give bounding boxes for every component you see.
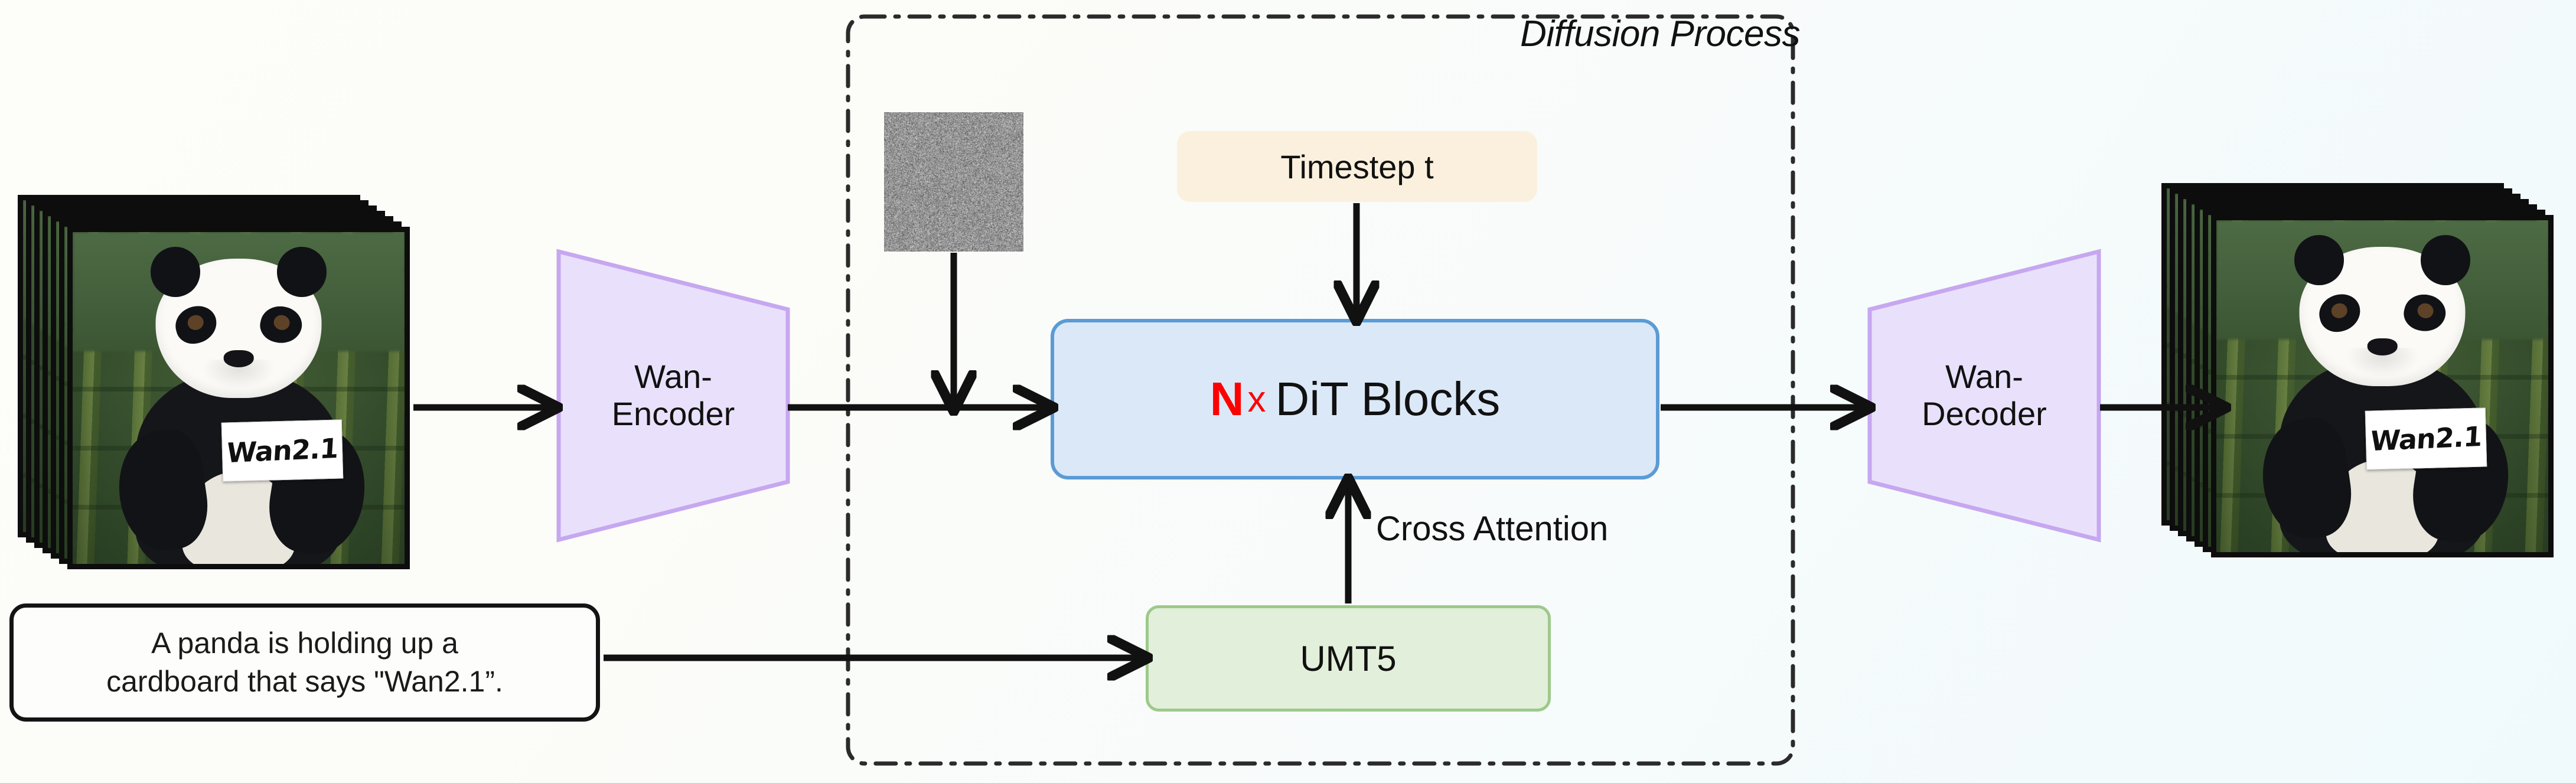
cross-attention-label: Cross Attention — [1376, 509, 1608, 549]
panda-image-output: Wan2.1 — [2216, 220, 2548, 552]
wan-decoder-block[interactable]: Wan- Decoder — [1866, 248, 2102, 543]
dit-count: N — [1210, 372, 1244, 426]
wan-encoder-block[interactable]: Wan- Encoder — [555, 248, 791, 543]
umt5-label: UMT5 — [1300, 638, 1396, 679]
panda-sign-text-output: Wan2.1 — [2369, 420, 2483, 457]
timestep-block[interactable]: Timestep t — [1177, 131, 1537, 202]
panda-sign: Wan2.1 — [221, 420, 344, 482]
dit-times-sign: x — [1247, 379, 1266, 420]
prompt-line-1: A panda is holding up a — [151, 624, 458, 663]
prompt-line-2: cardboard that says "Wan2.1”. — [106, 663, 503, 701]
panda-sign-output: Wan2.1 — [2365, 408, 2487, 471]
output-frame-1: Wan2.1 — [2211, 215, 2554, 557]
panda-sign-text: Wan2.1 — [226, 432, 339, 469]
timestep-label: Timestep t — [1280, 148, 1433, 186]
diffusion-process-label: Diffusion Process — [1369, 13, 1800, 55]
dit-blocks-block[interactable]: N x DiT Blocks — [1051, 319, 1659, 479]
input-frame-1: Wan2.1 — [67, 227, 410, 569]
dit-blocks-label: DiT Blocks — [1275, 372, 1500, 426]
noise-latent-patch — [884, 112, 1023, 252]
output-video-stack: Wan2.1 — [2161, 183, 2575, 549]
panda-image: Wan2.1 — [73, 232, 405, 564]
text-prompt-box[interactable]: A panda is holding up a cardboard that s… — [9, 603, 600, 722]
umt5-block[interactable]: UMT5 — [1146, 605, 1551, 712]
input-video-stack: Wan2.1 — [18, 195, 431, 561]
